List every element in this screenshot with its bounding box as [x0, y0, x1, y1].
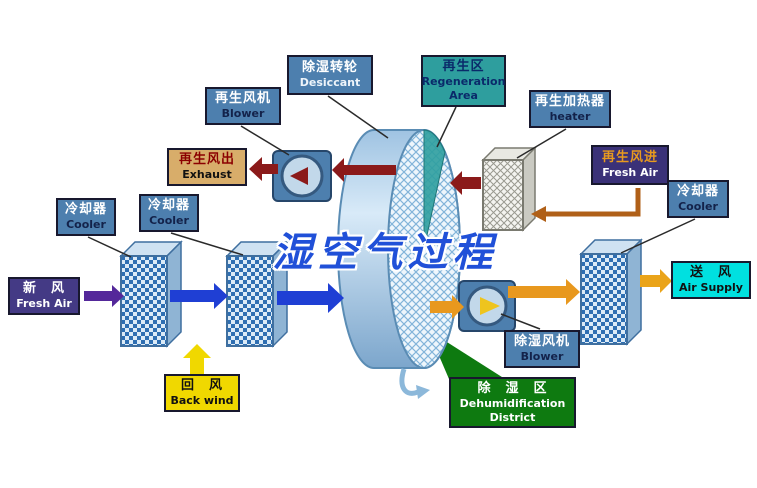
- airflow-arrows: [84, 157, 672, 374]
- label-air-supply-zh: 送 风: [689, 265, 732, 280]
- arrow-wheel-to-blower: [430, 295, 464, 319]
- label-regen-blower: 再生风机 Blower: [205, 87, 281, 125]
- diagram-title: 湿空气过程: [272, 230, 498, 276]
- arrow-return-air-up: [183, 344, 211, 374]
- label-regen-fresh-air: 再生风进 Fresh Air: [591, 145, 669, 185]
- label-regen-exhaust-zh: 再生风出: [178, 152, 235, 167]
- label-dehumid-district-zh: 除 湿 区: [477, 380, 548, 396]
- label-regeneration-area-zh: 再生区: [442, 59, 485, 75]
- label-regen-blower-zh: 再生风机: [214, 91, 271, 106]
- label-cooler-right-zh: 冷却器: [676, 184, 719, 199]
- arrow-blower-to-cooler: [508, 279, 580, 305]
- arrow-to-air-supply: [640, 269, 672, 293]
- label-dehumid-district-en: Dehumidification District: [459, 396, 566, 424]
- label-cooler-left-inner-en: Cooler: [149, 214, 189, 228]
- label-regen-heater-en: heater: [549, 110, 591, 124]
- label-desiccant: 除湿转轮 Desiccant: [287, 55, 373, 95]
- regen-blower-unit: [272, 150, 332, 202]
- label-dehumid-blower-en: Blower: [520, 350, 564, 364]
- label-regeneration-area-en: Regeneration Area: [421, 75, 506, 103]
- label-regen-exhaust-en: Exhaust: [182, 168, 232, 182]
- arrow-regen-fresh-to-heater-head: [531, 206, 546, 222]
- label-desiccant-zh: 除湿转轮: [301, 60, 358, 75]
- label-regen-heater-zh: 再生加热器: [534, 94, 605, 109]
- label-regen-fresh-air-en: Fresh Air: [602, 166, 658, 180]
- label-fresh-air-in: 新 风 Fresh Air: [8, 277, 80, 315]
- label-cooler-left-outer: 冷却器 Cooler: [56, 198, 116, 236]
- dehumid-blower-unit: [458, 280, 516, 332]
- label-regen-blower-en: Blower: [221, 107, 265, 121]
- arrow-regen-fresh-to-heater-line: [546, 188, 641, 217]
- label-cooler-right-en: Cooler: [678, 200, 718, 214]
- label-air-supply: 送 风 Air Supply: [671, 261, 751, 299]
- label-regen-exhaust: 再生风出 Exhaust: [167, 148, 247, 186]
- label-air-supply-en: Air Supply: [679, 281, 743, 295]
- arrow-heater-to-wheel: [450, 171, 481, 195]
- label-regen-heater: 再生加热器 heater: [529, 90, 611, 128]
- label-dehumid-district: 除 湿 区 Dehumidification District: [449, 377, 576, 428]
- label-regeneration-area: 再生区 Regeneration Area: [421, 55, 506, 107]
- connector-lines: [87, 95, 696, 330]
- label-dehumid-blower: 除湿风机 Blower: [504, 330, 580, 368]
- rotation-arrow-head: [416, 385, 430, 399]
- label-cooler-left-outer-zh: 冷却器: [64, 202, 107, 217]
- arrow-cooler-to-cooler: [170, 283, 228, 309]
- label-back-wind-zh: 回 风: [180, 378, 223, 393]
- label-back-wind: 回 风 Back wind: [164, 374, 240, 412]
- label-fresh-air-in-zh: 新 风: [22, 281, 65, 296]
- regen-heater-unit: [481, 146, 537, 232]
- arrow-wheel-to-regen-blower: [332, 158, 396, 182]
- label-fresh-air-in-en: Fresh Air: [16, 297, 72, 311]
- label-cooler-left-outer-en: Cooler: [66, 218, 106, 232]
- cooler-unit-right: [580, 239, 642, 345]
- label-cooler-right: 冷却器 Cooler: [667, 180, 729, 218]
- label-regen-fresh-air-zh: 再生风进: [601, 150, 658, 165]
- label-cooler-left-inner: 冷却器 Cooler: [139, 194, 199, 232]
- label-back-wind-en: Back wind: [170, 394, 234, 408]
- label-cooler-left-inner-zh: 冷却器: [147, 198, 190, 213]
- dehumid-district-wedge: [428, 330, 516, 386]
- rotation-arrow-icon: [399, 368, 419, 396]
- arrow-cooler-to-wheel: [277, 283, 344, 313]
- label-desiccant-en: Desiccant: [299, 76, 361, 90]
- arrow-fresh-air-in: [84, 285, 124, 307]
- regeneration-sector: [423, 129, 446, 250]
- label-dehumid-blower-zh: 除湿风机: [513, 334, 570, 349]
- arrow-blower-to-exhaust: [249, 157, 278, 181]
